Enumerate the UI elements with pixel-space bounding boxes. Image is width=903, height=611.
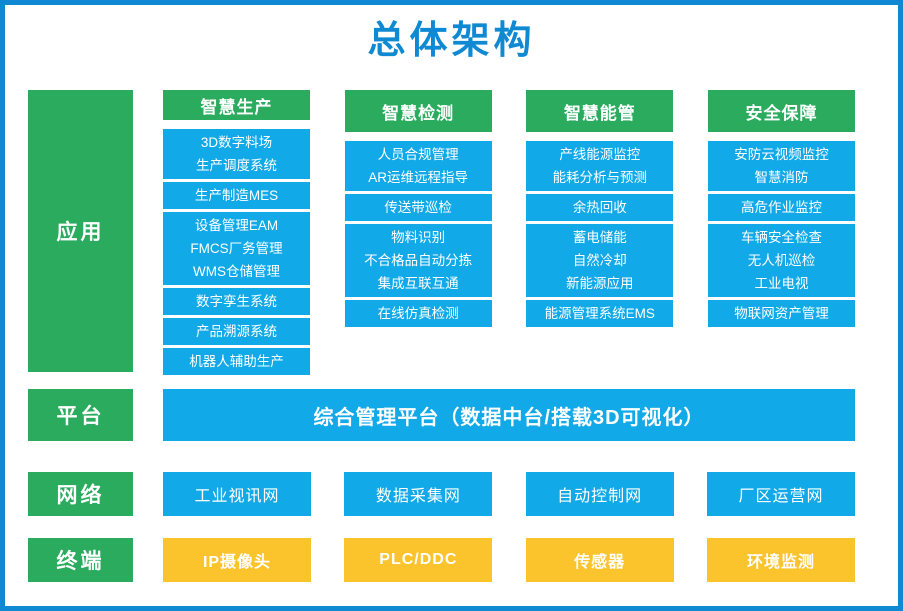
application-item[interactable]: 物料识别	[391, 230, 446, 245]
application-item-group: 数字孪生系统	[163, 288, 310, 315]
terminal-box[interactable]: IP摄像头	[163, 538, 311, 582]
application-item-group: 生产制造MES	[163, 182, 310, 209]
network-box[interactable]: 厂区运营网	[706, 472, 855, 516]
frame-border-left	[0, 0, 5, 611]
application-item[interactable]: 自然冷却	[572, 253, 627, 268]
application-item[interactable]: 车辆安全检查	[740, 230, 822, 245]
terminal-row: IP摄像头 PLC/DDC 传感器环境监测	[163, 538, 855, 582]
application-item-group: 高危作业监控	[707, 194, 855, 221]
network-box[interactable]: 自动控制网	[525, 472, 674, 516]
application-item[interactable]: 生产调度系统	[196, 158, 277, 173]
application-item-group: 产品溯源系统	[163, 318, 310, 345]
application-item-group: 物联网资产管理	[707, 300, 855, 327]
application-item[interactable]: 新能源应用	[566, 276, 634, 291]
application-column: 安全保障安防云视频监控智慧消防高危作业监控车辆安全检查无人机巡检工业电视物联网资…	[707, 90, 855, 375]
application-item-group: 人员合规管理 AR运维远程指导	[344, 141, 492, 191]
application-column-header[interactable]: 安全保障	[707, 90, 855, 132]
application-item[interactable]: 工业电视	[754, 276, 809, 291]
application-column: 智慧检测人员合规管理 AR运维远程指导传送带巡检物料识别不合格品自动分拣集成互联互…	[344, 90, 492, 375]
layer-label-network: 网络	[28, 472, 133, 516]
application-item-group: 物料识别不合格品自动分拣集成互联互通	[344, 224, 492, 297]
application-item-group: 机器人辅助生产	[163, 348, 310, 375]
platform-bar[interactable]: 综合管理平台（数据中台/搭载3D可视化）	[163, 389, 855, 441]
application-item[interactable]: 生产制造MES	[194, 188, 279, 203]
application-item[interactable]: 在线仿真检测	[377, 306, 459, 321]
frame-border-right	[898, 0, 903, 611]
application-item[interactable]: 余热回收	[572, 200, 627, 215]
application-item[interactable]: FMCS厂务管理	[190, 241, 283, 256]
application-item-group: 能源管理系统EMS	[526, 300, 674, 327]
application-item-group: 传送带巡检	[344, 194, 492, 221]
application-item[interactable]: 传送带巡检	[384, 200, 452, 215]
application-item[interactable]: 3D数字料场	[200, 135, 273, 150]
application-item-group: 余热回收	[526, 194, 674, 221]
layer-label-application: 应用	[28, 90, 133, 372]
page-title: 总体架构	[367, 20, 536, 62]
terminal-box[interactable]: 环境监测	[706, 538, 855, 582]
application-item[interactable]: WMS仓储管理	[193, 264, 280, 279]
application-column-header[interactable]: 智慧能管	[526, 90, 674, 132]
application-item[interactable]: 设备管理EAM	[194, 218, 279, 233]
application-item[interactable]: 无人机巡检	[747, 253, 816, 268]
frame-border-top	[0, 0, 903, 5]
application-item-group: 3D数字料场生产调度系统	[163, 129, 310, 179]
network-box[interactable]: 数据采集网	[344, 472, 493, 516]
application-item[interactable]: 高危作业监控	[740, 200, 822, 215]
application-column-header[interactable]: 智慧检测	[344, 90, 492, 132]
application-item[interactable]: 安防云视频监控	[734, 147, 829, 162]
layer-label-platform: 平台	[28, 389, 133, 441]
layer-label-terminal: 终端	[28, 538, 133, 582]
application-item-group: 在线仿真检测	[344, 300, 492, 327]
application-item-group: 安防云视频监控智慧消防	[707, 141, 855, 191]
application-item-group: 设备管理EAM FMCS厂务管理 WMS仓储管理	[163, 212, 310, 285]
application-item[interactable]: 不合格品自动分拣	[364, 253, 473, 268]
application-item[interactable]: 机器人辅助生产	[189, 354, 284, 369]
application-item[interactable]: 数字孪生系统	[196, 294, 277, 309]
application-item[interactable]: 物联网资产管理	[734, 306, 829, 321]
application-item[interactable]: 产品溯源系统	[196, 324, 277, 339]
application-item[interactable]: AR运维远程指导	[368, 170, 469, 185]
terminal-box[interactable]: PLC/DDC	[344, 538, 493, 582]
application-item[interactable]: 集成互联互通	[377, 276, 459, 291]
application-item-group: 产线能源监控能耗分析与预测	[526, 141, 674, 191]
terminal-box[interactable]: 传感器	[525, 538, 674, 582]
application-item[interactable]: 蓄电储能	[572, 230, 627, 245]
application-item[interactable]: 产线能源监控	[559, 147, 641, 162]
application-item[interactable]: 人员合规管理	[377, 147, 459, 162]
application-item[interactable]: 能耗分析与预测	[552, 170, 648, 185]
frame-border-bottom	[0, 606, 903, 611]
network-row: 工业视讯网数据采集网自动控制网厂区运营网	[163, 472, 855, 516]
network-box[interactable]: 工业视讯网	[163, 472, 311, 516]
application-column-header[interactable]: 智慧生产	[163, 90, 310, 120]
application-column: 智慧能管产线能源监控能耗分析与预测余热回收蓄电储能自然冷却新能源应用能源管理系统…	[526, 90, 674, 375]
application-item-group: 车辆安全检查无人机巡检工业电视	[707, 224, 855, 297]
application-item-group: 蓄电储能自然冷却新能源应用	[526, 224, 674, 297]
application-item[interactable]: 智慧消防	[754, 170, 809, 185]
application-item[interactable]: 能源管理系统EMS	[544, 306, 655, 321]
